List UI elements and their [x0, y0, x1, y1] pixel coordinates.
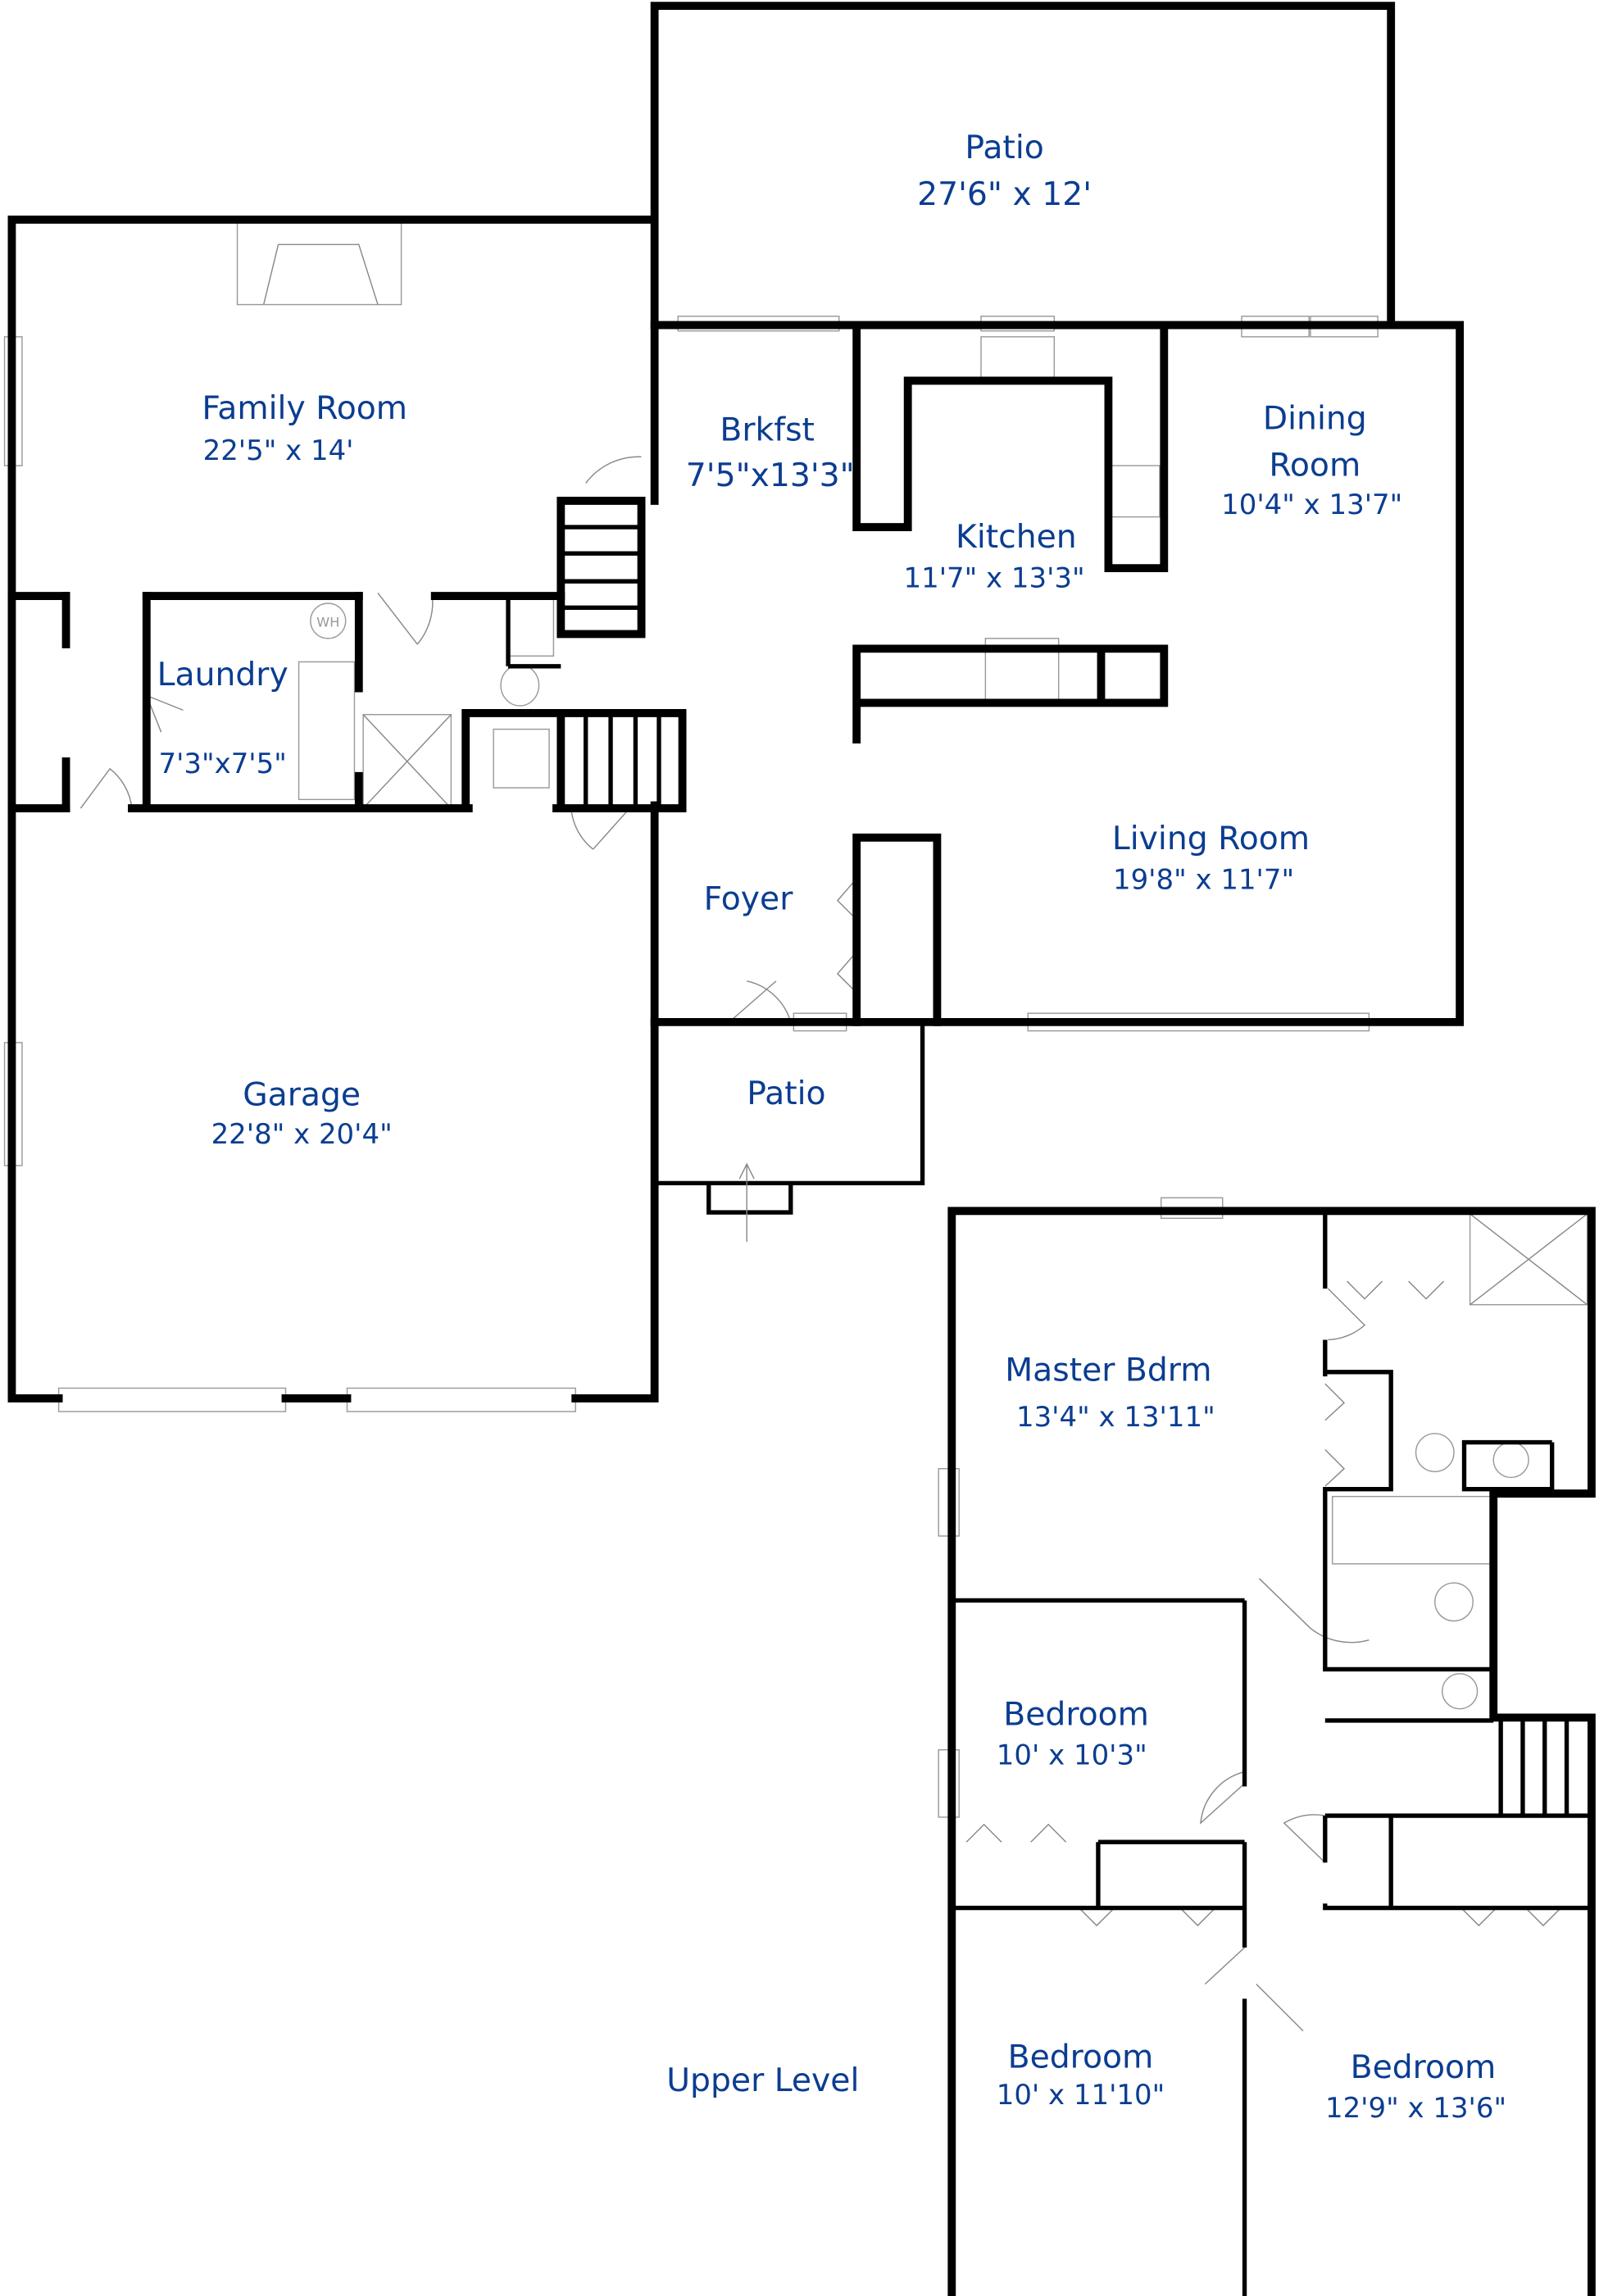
room-name: Dining — [1263, 400, 1367, 437]
fixtures: WH — [3, 219, 1588, 2032]
room-name: Patio — [747, 1075, 825, 1112]
room-dims: 13'4" x 13'11" — [1016, 1401, 1215, 1434]
walls — [7, 2, 1465, 1403]
upper-walls — [947, 1207, 1596, 2296]
room-name: Family Room — [202, 390, 407, 427]
room-name: Kitchen — [956, 519, 1077, 556]
water-heater-label: WH — [316, 615, 339, 630]
room-dims: 12'9" x 13'6" — [1325, 2092, 1506, 2125]
room-name: Patio — [965, 130, 1043, 166]
room-dims: 7'5"x13'3" — [686, 457, 855, 494]
room-dims: 7'3"x7'5" — [159, 748, 287, 780]
room-dims: 19'8" x 11'7" — [1113, 863, 1294, 896]
room-name: Garage — [243, 1077, 361, 1114]
room-dims: 22'8" x 20'4" — [211, 1118, 393, 1151]
room-name: Bedroom — [1351, 2049, 1497, 2086]
room-dims: 10' x 11'10" — [997, 2079, 1165, 2112]
room-labels: Patio 27'6" x 12' Family Room 22'5" x 14… — [157, 130, 1506, 2125]
level-title: Upper Level — [666, 2062, 859, 2099]
room-dims: 27'6" x 12' — [917, 176, 1092, 213]
room-name: Brkfst — [720, 412, 815, 449]
room-name: Foyer — [704, 880, 794, 917]
room-name: Laundry — [157, 657, 288, 693]
room-dims: 10'4" x 13'7" — [1221, 489, 1402, 521]
room-name: Master Bdrm — [1005, 1353, 1211, 1389]
room-name: Bedroom — [1008, 2039, 1154, 2075]
room-dims: 11'7" x 13'3" — [904, 561, 1085, 594]
room-name: Living Room — [1112, 821, 1310, 857]
room-dims: 10' x 10'3" — [997, 1739, 1147, 1772]
room-name: Room — [1269, 448, 1361, 484]
room-dims: 22'5" x 14' — [203, 434, 354, 467]
room-name: Bedroom — [1003, 1696, 1149, 1733]
